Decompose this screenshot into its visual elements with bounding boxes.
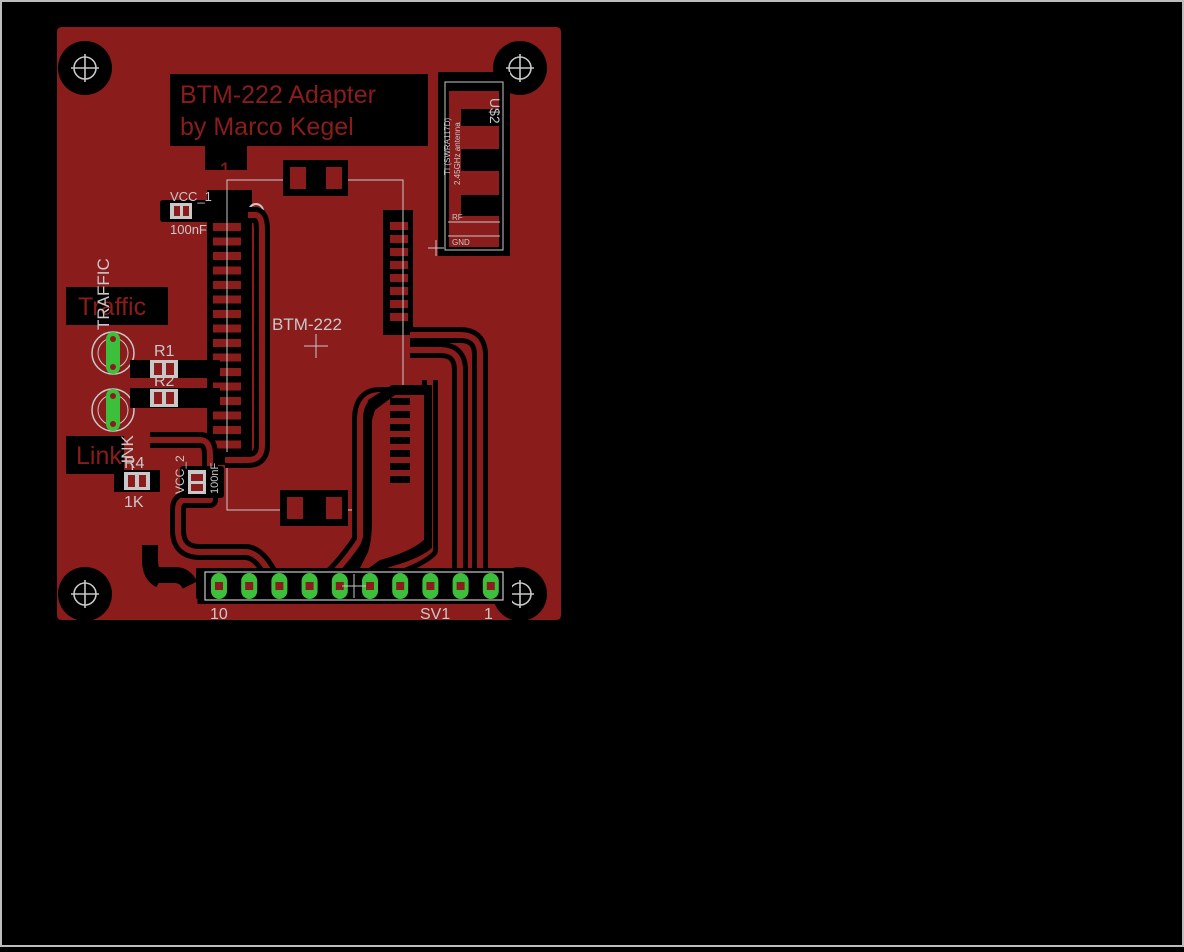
header-sv1: 10 SV1 1 1: [190, 568, 512, 623]
header-pin-drill: [335, 582, 344, 590]
header-pin-drill: [305, 582, 314, 590]
module-pad-right-lower: [390, 450, 410, 457]
header-pin-first: 1: [484, 606, 493, 623]
traffic-box-label: Traffic: [78, 293, 146, 321]
module-pad-right-lower: [390, 398, 410, 405]
module-name: BTM-222: [272, 315, 342, 334]
antenna-line2: 2.45GHz antenna: [453, 122, 462, 185]
header-pin-drill: [275, 582, 284, 590]
resistor-r4: R4 1K: [114, 455, 160, 511]
r2-label: R2: [154, 373, 175, 390]
header-pin-drill: [215, 582, 223, 590]
module-pad-right: [390, 313, 408, 321]
board-title-line1: BTM-222 Adapter: [180, 81, 376, 109]
link-box-label: Link: [76, 442, 122, 470]
header-pin-drill: [245, 582, 254, 590]
pin1-marker-top: 1: [219, 158, 231, 183]
antenna-gnd-label: GND: [452, 238, 470, 247]
module-pad-right: [390, 222, 408, 230]
resistor-r1: R1: [130, 343, 220, 378]
module-pad-right: [390, 287, 408, 295]
resistor-r2: R2: [130, 373, 220, 408]
module-pad-right-lower: [390, 437, 410, 444]
module-pad-right-lower: [390, 476, 410, 483]
c1-name: VCC_1: [170, 189, 212, 204]
module-pad-right: [390, 274, 408, 282]
led-traffic: [91, 331, 135, 375]
header-pin-drill: [426, 582, 435, 590]
header-pin-drill: [366, 582, 374, 590]
btm222-module: BTM-222: [207, 160, 413, 526]
antenna-line1: TI (SWRA117D): [443, 117, 452, 175]
module-pad-right: [390, 300, 408, 308]
module-pad-right-lower: [390, 411, 410, 418]
antenna-u2: U$2 TI (SWRA117D) 2.45GHz antenna RF GND: [428, 72, 510, 256]
module-pad-right: [390, 261, 408, 269]
c2-value: 100nF: [209, 463, 221, 494]
header-name: SV1: [420, 606, 450, 623]
antenna-name: U$2: [487, 98, 503, 124]
header-pin-last: 10: [210, 606, 228, 623]
c2-name: VCC_2: [173, 455, 187, 494]
pin1-marker-bottom: 1: [190, 594, 202, 619]
module-pad-right: [390, 248, 408, 256]
capacitor-vcc2: VCC_2 100nF: [173, 455, 224, 498]
header-pin-drill: [396, 582, 405, 590]
led-link: [91, 388, 135, 432]
header-pin-drill: [486, 582, 495, 590]
c1-value: 100nF: [170, 222, 207, 237]
link-silk-label: LINK: [118, 435, 137, 473]
board-title-line2: by Marco Kegel: [180, 113, 354, 141]
module-pad-right: [390, 235, 408, 243]
header-pin-drill: [456, 582, 465, 590]
antenna-rf-label: RF: [452, 213, 463, 222]
r1-label: R1: [154, 343, 175, 360]
r4-value: 1K: [124, 494, 144, 511]
module-pad-right-lower: [390, 463, 410, 470]
traffic-silk-label: TRAFFIC: [94, 258, 113, 330]
board-title-block: BTM-222 Adapter by Marco Kegel 1: [170, 74, 428, 183]
r4-label: R4: [124, 455, 145, 472]
module-pad-right-lower: [390, 424, 410, 431]
led-labels: Traffic Link TRAFFIC LINK: [66, 258, 168, 474]
capacitor-vcc1: VCC_1 100nF: [160, 189, 212, 237]
